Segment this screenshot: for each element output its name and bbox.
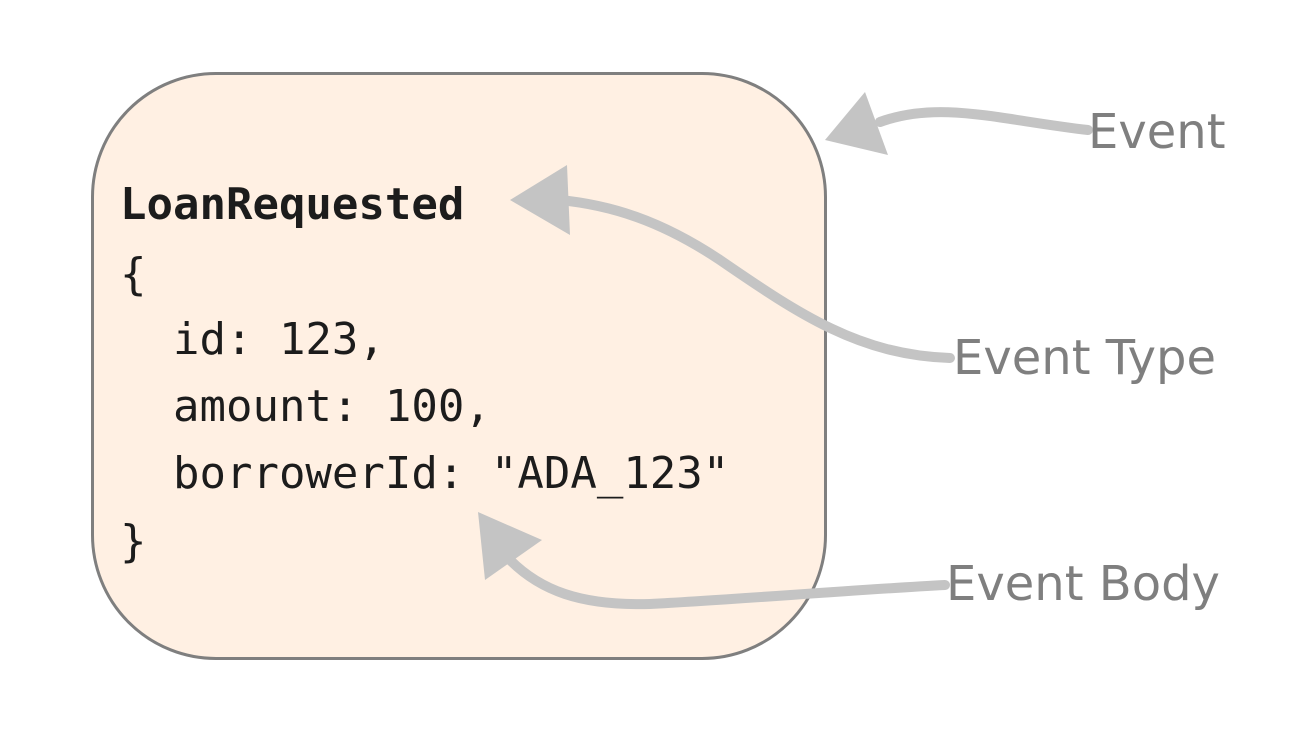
event-body-close-brace: } <box>120 516 147 567</box>
callout-event-body-label: Event Body <box>946 556 1220 612</box>
event-arrowhead <box>825 92 888 155</box>
event-body-field-id: id: 123, <box>120 314 385 365</box>
callout-event-type-label: Event Type <box>953 330 1217 386</box>
event-body-open-brace: { <box>120 249 147 300</box>
event-arrow <box>875 107 1093 135</box>
event-body-field-amount: amount: 100, <box>120 381 491 432</box>
event-card <box>91 72 827 660</box>
callout-event-label: Event <box>1088 104 1226 160</box>
event-type-name: LoanRequested <box>120 179 465 230</box>
event-body-field-borrower-id: borrowerId: "ADA_123" <box>120 448 730 499</box>
